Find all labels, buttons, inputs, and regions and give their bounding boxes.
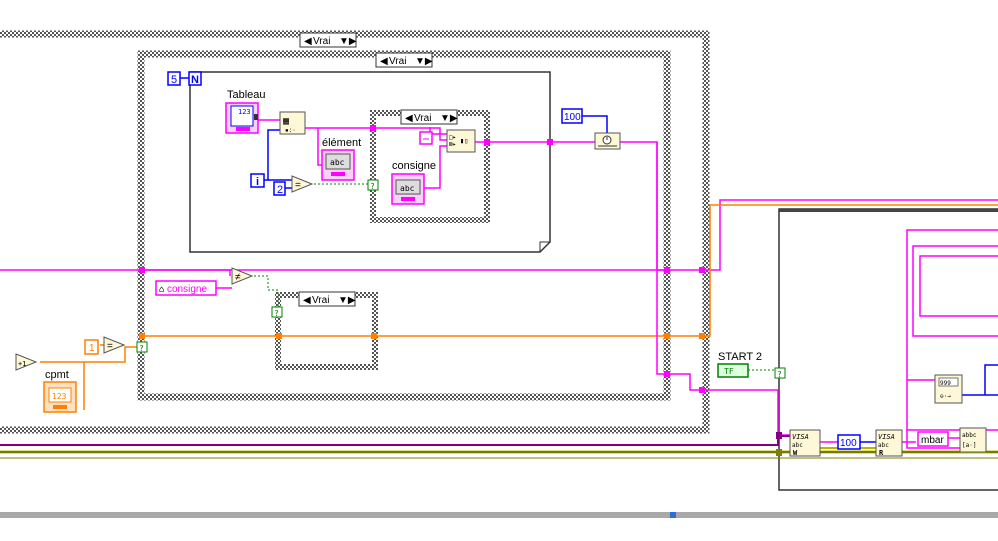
svg-text:◀: ◀ xyxy=(380,56,388,67)
svg-text:VISA: VISA xyxy=(792,433,809,441)
svg-text:?: ? xyxy=(139,344,144,353)
svg-text:?: ? xyxy=(274,309,279,318)
consigne-label: consigne xyxy=(392,160,436,172)
case-selector-terminal-lower: ? xyxy=(271,306,283,318)
consigne-control[interactable]: abc xyxy=(391,173,425,205)
constant-100-visa[interactable]: 100 xyxy=(837,434,861,450)
svg-text:⊖·→: ⊖·→ xyxy=(940,393,951,400)
cpmt-label: cpmt xyxy=(45,369,69,381)
svg-text:[a·]: [a·] xyxy=(962,442,976,449)
svg-text:999: 999 xyxy=(940,380,951,387)
svg-text:i: i xyxy=(256,176,259,188)
horizontal-scrollbar[interactable] xyxy=(0,512,998,518)
svg-text:1: 1 xyxy=(89,343,95,354)
constant-100-wait[interactable]: 100 xyxy=(561,108,583,124)
svg-text:abc: abc xyxy=(400,184,415,193)
case-selector-inner[interactable]: ◀ Vrai ▼▶ xyxy=(375,52,433,68)
svg-text:≠: ≠ xyxy=(235,272,241,283)
svg-text:W: W xyxy=(793,449,798,457)
right-structure[interactable] xyxy=(778,208,998,491)
svg-text:5: 5 xyxy=(171,74,177,86)
equal-comparator-outer[interactable]: = xyxy=(103,336,126,354)
svg-text:⌂: ⌂ xyxy=(159,285,164,295)
svg-text:consigne: consigne xyxy=(167,284,207,295)
svg-text:100: 100 xyxy=(840,438,857,449)
tableau-label: Tableau xyxy=(227,89,266,101)
svg-text:▮▯: ▮▯ xyxy=(460,137,468,145)
svg-text:?: ? xyxy=(777,370,782,379)
svg-text:mbar: mbar xyxy=(921,435,944,446)
case-selector-terminal-nested: ? xyxy=(367,179,379,191)
iteration-terminal: i xyxy=(250,173,265,188)
case-selector-outer[interactable]: ◀ Vrai ▼▶ xyxy=(299,32,357,48)
svg-text:123: 123 xyxy=(238,108,251,116)
svg-text:=: = xyxy=(295,180,301,191)
constant-2[interactable]: 2 xyxy=(273,181,286,196)
svg-text:R: R xyxy=(879,449,884,457)
svg-text:◀: ◀ xyxy=(303,295,311,306)
string-constant[interactable] xyxy=(419,131,433,145)
start2-label: START 2 xyxy=(718,351,762,363)
svg-text:Vrai: Vrai xyxy=(312,295,329,306)
svg-text:▼▶: ▼▶ xyxy=(338,295,356,306)
case-selector-terminal-right: ? xyxy=(774,367,786,379)
svg-text:123: 123 xyxy=(52,392,67,401)
build-string-node[interactable]: □▸ ⊠▸ ▮▯ xyxy=(446,129,476,153)
svg-text:TF: TF xyxy=(724,367,734,376)
svg-text:◀: ◀ xyxy=(405,113,413,124)
svg-text:abbc: abbc xyxy=(962,432,977,439)
number-format-node[interactable]: 999 ⊖·→ xyxy=(934,374,963,404)
tableau-terminal[interactable]: 123 xyxy=(225,102,259,134)
svg-text:N: N xyxy=(191,74,199,86)
loop-count-terminal[interactable]: N xyxy=(188,71,202,86)
scrollbar-thumb[interactable] xyxy=(670,512,676,518)
svg-text:=: = xyxy=(107,341,113,352)
svg-text:⊠▸: ⊠▸ xyxy=(449,141,456,148)
svg-text:+1: +1 xyxy=(18,360,26,368)
svg-text:2: 2 xyxy=(277,184,283,196)
visa-read-node[interactable]: VISA abc R xyxy=(875,429,903,457)
cpmt-indicator[interactable]: 123 xyxy=(43,381,77,413)
increment-node[interactable]: +1 xyxy=(15,353,38,371)
bottom-panel xyxy=(0,518,998,541)
svg-text:abc: abc xyxy=(878,442,889,449)
svg-text:▼▶: ▼▶ xyxy=(415,56,433,67)
svg-text:100: 100 xyxy=(564,112,581,123)
case-selector-nested[interactable]: ◀ Vrai ▼▶ xyxy=(400,109,458,125)
svg-text:Vrai: Vrai xyxy=(313,36,330,47)
not-equal-comparator[interactable]: ≠ xyxy=(231,267,254,285)
svg-text:abc: abc xyxy=(330,158,345,167)
index-array-node[interactable]: ▦ ▪:· xyxy=(279,111,306,135)
svg-text:▪:·: ▪:· xyxy=(285,127,296,134)
start2-control[interactable]: TF xyxy=(717,363,749,378)
svg-text:abc: abc xyxy=(792,442,803,449)
mbar-constant[interactable]: mbar xyxy=(917,431,949,447)
svg-text:VISA: VISA xyxy=(878,433,895,441)
wait-ms-node[interactable] xyxy=(594,132,621,150)
svg-text:Vrai: Vrai xyxy=(414,113,431,124)
svg-text:◀: ◀ xyxy=(304,36,312,47)
svg-text:Vrai: Vrai xyxy=(389,56,406,67)
svg-text:?: ? xyxy=(370,182,375,191)
svg-text:▼▶: ▼▶ xyxy=(440,113,458,124)
case-selector-lower[interactable]: ◀ Vrai ▼▶ xyxy=(298,291,356,307)
string-function-node[interactable]: abbc [a·] xyxy=(959,427,987,453)
element-label: élément xyxy=(322,137,361,149)
right-inner-structure[interactable] xyxy=(906,229,998,431)
equal-comparator-loop[interactable]: = xyxy=(291,175,314,193)
svg-text:□▸: □▸ xyxy=(449,134,456,141)
visa-write-node[interactable]: VISA abc W xyxy=(789,429,821,457)
svg-text:▼▶: ▼▶ xyxy=(339,36,357,47)
case-selector-terminal-inner: ? xyxy=(136,341,148,353)
consigne-local-variable[interactable]: ⌂ consigne xyxy=(155,280,217,296)
svg-text:▦: ▦ xyxy=(283,116,289,127)
element-indicator[interactable]: abc xyxy=(321,149,355,181)
constant-1[interactable]: 1 xyxy=(84,339,99,355)
loop-count-constant[interactable]: 5 xyxy=(167,71,181,86)
